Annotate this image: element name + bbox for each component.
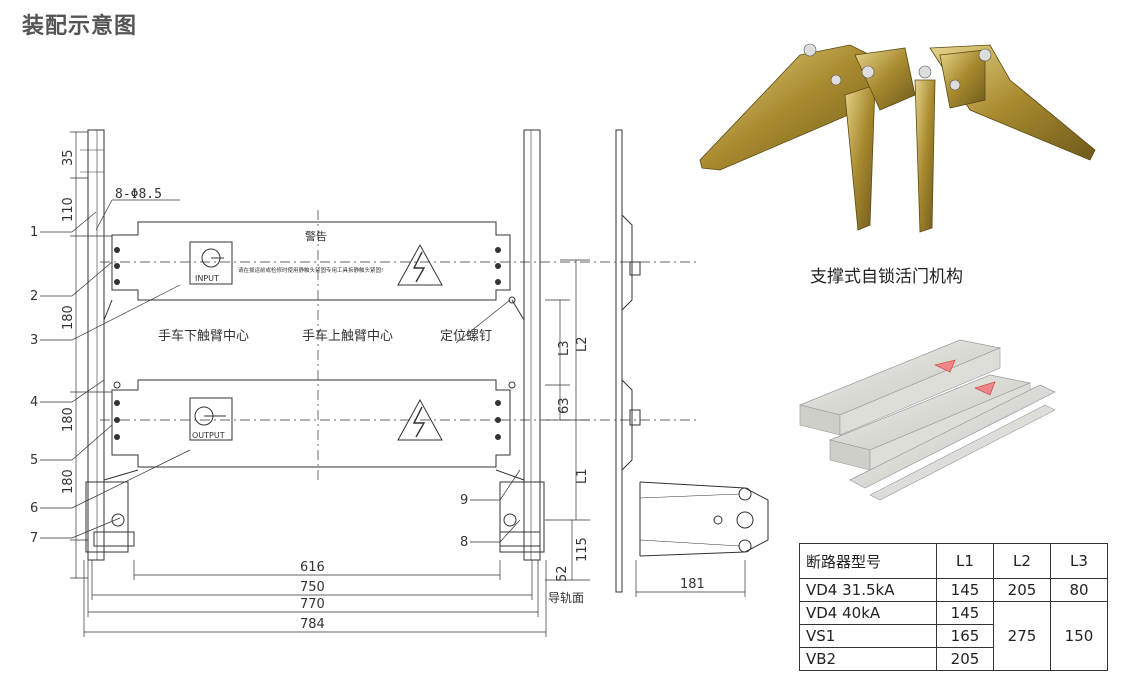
hole-spec-label: 8-Φ8.5 [115, 187, 162, 202]
callout-leaders [40, 199, 521, 543]
dim-63: 63 [557, 397, 572, 414]
locating-screw-label: 定位螺钉 [440, 329, 492, 344]
dim-52: 52 [555, 565, 570, 582]
table-row: VD4 40kA 145 275 150 [799, 601, 1108, 671]
dim-180-a: 180 [61, 305, 76, 330]
dim-35: 35 [61, 149, 76, 166]
dim-784: 784 [300, 617, 325, 632]
dim-181: 181 [680, 577, 705, 592]
dim-616: 616 [300, 560, 325, 575]
callout-7: 7 [30, 531, 38, 546]
guide-rail-label: 导轨面 [548, 591, 584, 605]
side-view [615, 129, 769, 593]
callout-2: 2 [30, 289, 38, 304]
dim-l2: L2 [575, 336, 590, 352]
callout-5: 5 [30, 453, 38, 468]
dim-180-c: 180 [61, 469, 76, 494]
callout-8: 8 [460, 535, 468, 550]
table-cell-l1: 145 [936, 601, 994, 625]
front-view [80, 129, 700, 561]
dim-l1: L1 [575, 468, 590, 484]
table-cell-l1: 205 [936, 647, 994, 671]
table-row: VB2 205 [799, 647, 1108, 671]
dim-180-b: 180 [61, 407, 76, 432]
spec-table: 断路器型号 L1 L2 L3 VD4 31.5kA 145 205 80 VD4… [799, 543, 1108, 671]
callout-3: 3 [30, 333, 38, 348]
table-header-l3: L3 [1050, 543, 1108, 579]
callout-1: 1 [30, 225, 38, 240]
page-title: 装配示意图 [22, 14, 138, 39]
callout-9: 9 [460, 493, 468, 508]
output-label: OUTPUT [192, 431, 225, 440]
input-label: INPUT [195, 274, 219, 283]
table-header-l2: L2 [993, 543, 1051, 579]
table-cell-model: VD4 31.5kA [799, 578, 937, 602]
table-cell-l1: 165 [936, 624, 994, 648]
table-header-model: 断路器型号 [799, 543, 937, 579]
upper-arm-center-label: 手车上触臂中心 [302, 328, 393, 344]
table-cell-l3: 150 [1050, 601, 1108, 671]
table-header-l1: L1 [936, 543, 994, 579]
shutter-parts-photo [798, 339, 1056, 501]
dim-770: 770 [300, 597, 325, 612]
dim-115: 115 [575, 537, 590, 562]
table-row: VD4 31.5kA 145 205 80 [799, 578, 1108, 602]
mechanism-photo [699, 43, 1096, 233]
table-header-row: 断路器型号 L1 L2 L3 [799, 543, 1108, 579]
table-cell-l2: 275 [993, 601, 1051, 671]
photo-caption: 支撑式自锁活门机构 [810, 267, 963, 287]
warning-text: 请在拔运前或检修时使用静触头紧固专用工具拆静触头紧固! [238, 266, 383, 274]
dim-l3: L3 [557, 340, 572, 356]
table-row: VS1 165 [799, 624, 1108, 648]
dim-110: 110 [61, 197, 76, 222]
lower-arm-center-label: 手车下触臂中心 [158, 328, 249, 344]
dimension-lines [70, 131, 746, 637]
table-cell-l2: 205 [993, 578, 1051, 602]
table-cell-model: VS1 [799, 624, 937, 648]
table-cell-l1: 145 [936, 578, 994, 602]
warning-label: 警告 [305, 229, 327, 243]
dim-750: 750 [300, 580, 325, 595]
table-cell-model: VB2 [799, 647, 937, 671]
table-cell-l3: 80 [1050, 578, 1108, 602]
table-cell-model: VD4 40kA [799, 601, 937, 625]
callout-4: 4 [30, 395, 38, 410]
callout-6: 6 [30, 501, 38, 516]
